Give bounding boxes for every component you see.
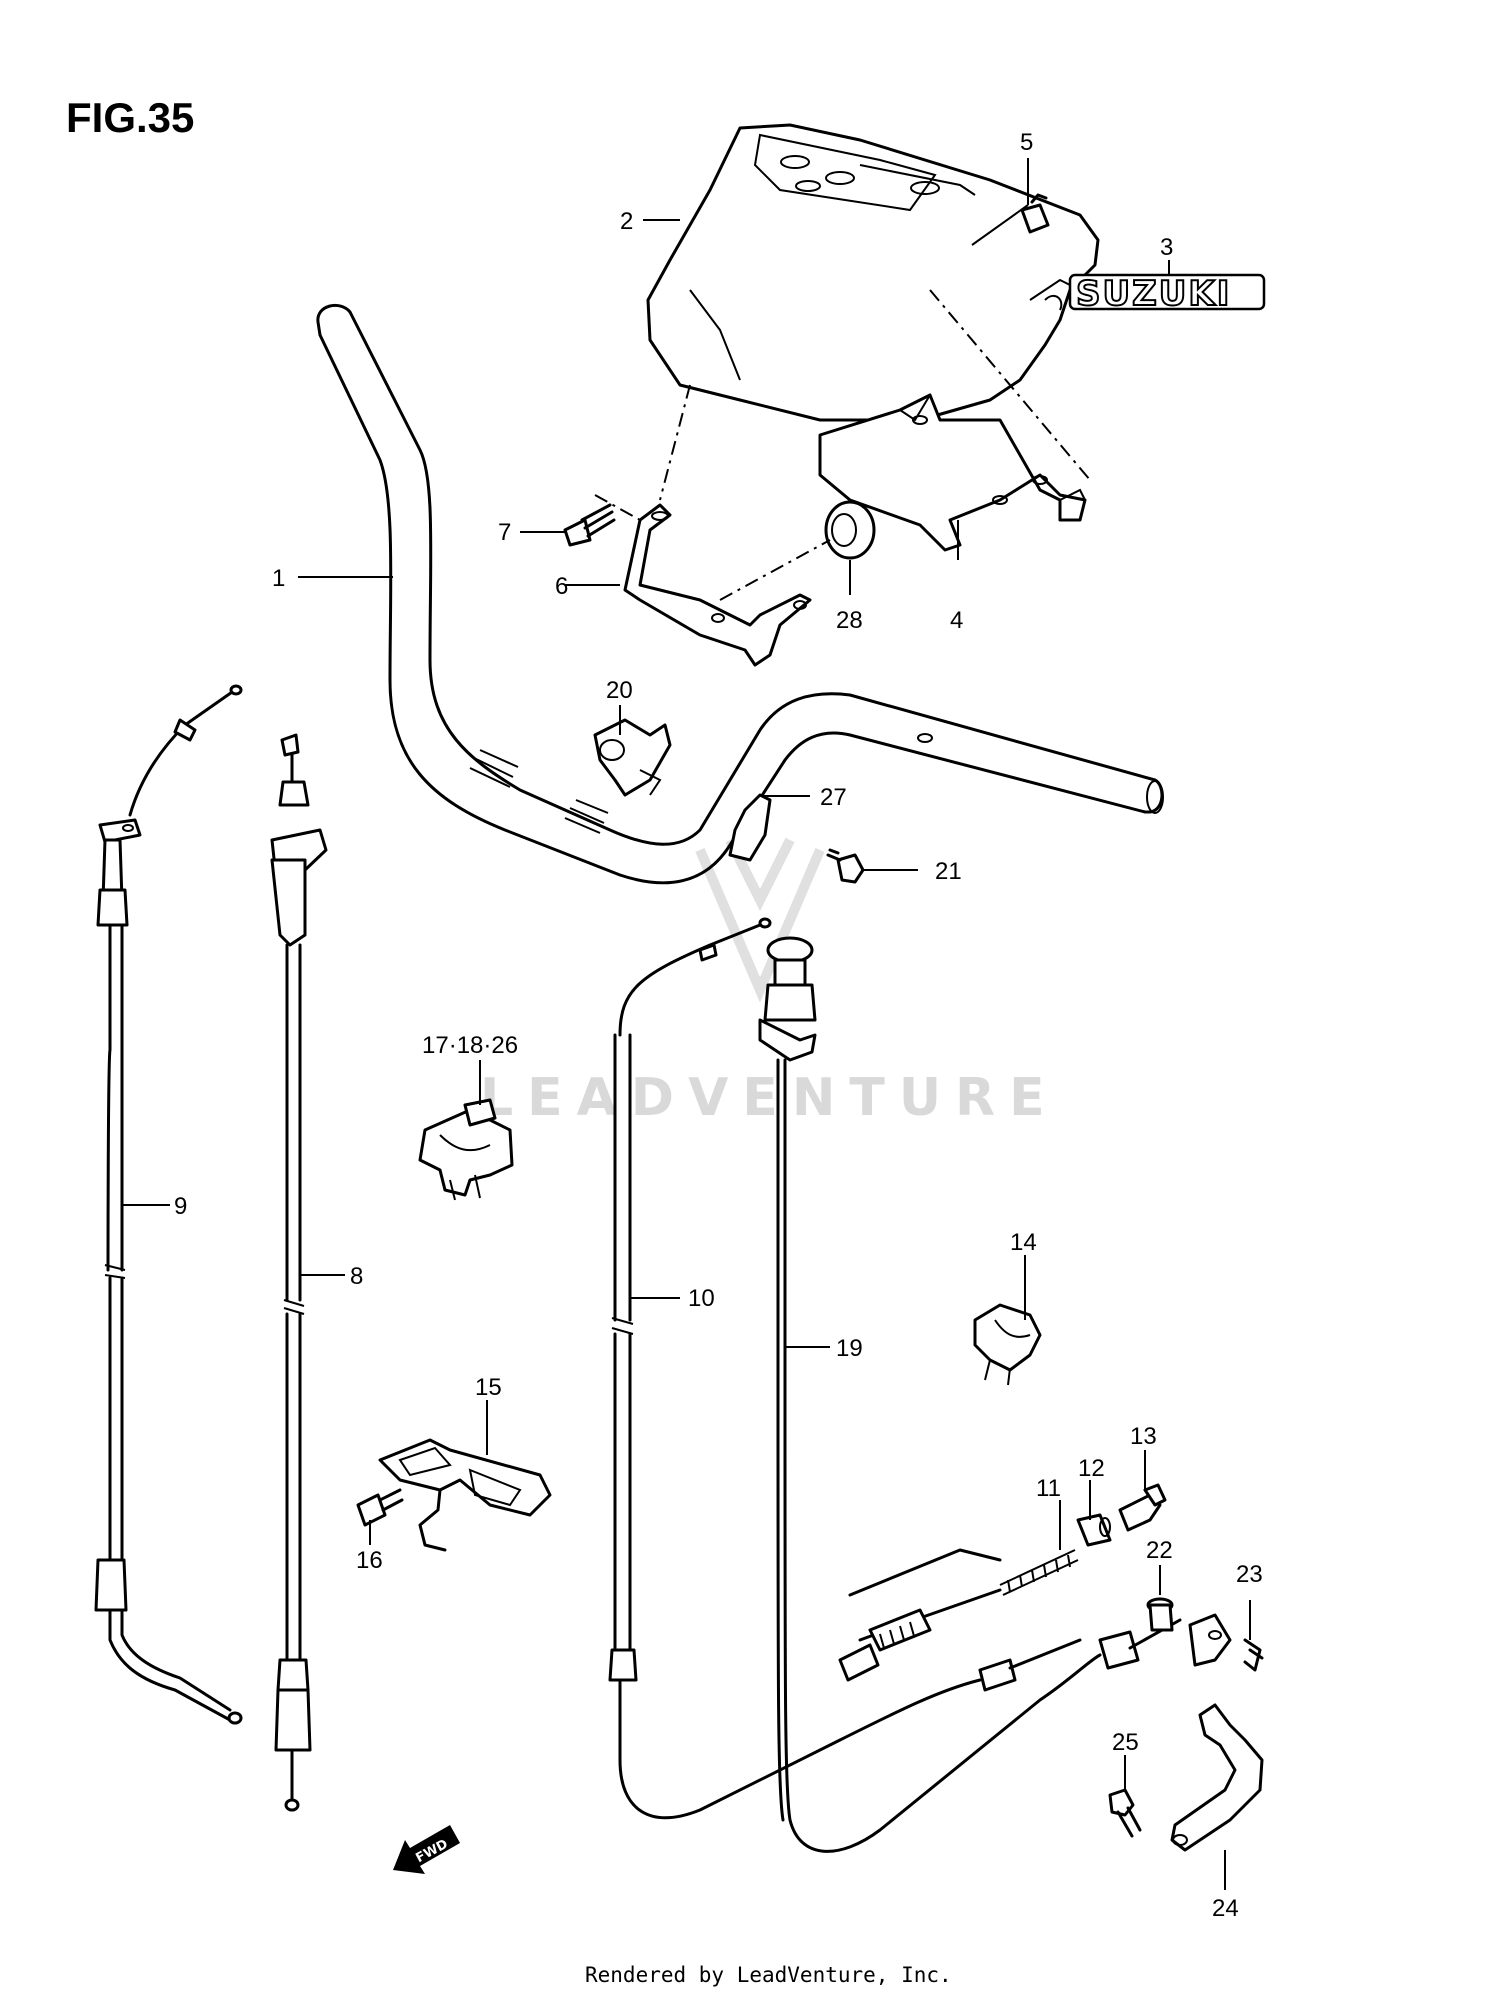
- part-6-bracket: [623, 503, 812, 667]
- part-3-suzuki-emblem: SUZUKI: [1068, 273, 1266, 315]
- callout-27: 27: [820, 784, 847, 811]
- callout-23: 23: [1236, 1561, 1263, 1588]
- part-23-clip: [1243, 1638, 1264, 1672]
- part-5-bolt: [1020, 193, 1050, 234]
- callout-3: 3: [1160, 234, 1173, 261]
- callout-19: 19: [836, 1335, 863, 1362]
- callout-22: 22: [1146, 1537, 1173, 1564]
- part-11-spring: [838, 1548, 1079, 1682]
- part-24-lever: [1170, 1703, 1264, 1852]
- part-16-bolt: [356, 1488, 404, 1527]
- footer-credit: Rendered by LeadVenture, Inc.: [585, 1963, 952, 1987]
- callout-20: 20: [606, 677, 633, 704]
- callout-8: 8: [350, 1263, 363, 1290]
- part-25-bolt: [1108, 1788, 1142, 1838]
- part-17-18-26-holder: [418, 1098, 514, 1201]
- part-7-screw: [563, 503, 616, 547]
- watermark-text: LEADVENTURE: [480, 1068, 1059, 1128]
- part-2-handlebar-cover: [646, 123, 1100, 422]
- callout-2: 2: [620, 208, 633, 235]
- part-12-collar: [1076, 1513, 1112, 1547]
- callout-11: 11: [1036, 1475, 1061, 1502]
- callout-10: 10: [688, 1285, 715, 1312]
- callout-1: 1: [272, 565, 285, 592]
- callout-24: 24: [1212, 1895, 1239, 1922]
- fwd-direction-arrow: FWD: [393, 1825, 460, 1874]
- watermark: LEADVENTURE: [480, 837, 1059, 1128]
- clevis: [1188, 1613, 1232, 1667]
- leader-lines: [122, 158, 1251, 1890]
- assembly-lines: [594, 289, 1091, 601]
- part-27-clip: [728, 793, 772, 862]
- callout-25: 25: [1112, 1729, 1139, 1756]
- callout-28: 28: [836, 607, 863, 634]
- callout-labels: 1 2 3 4 5 6 7 8 9 10 11 12 13 14 15 16 1…: [174, 129, 1263, 1922]
- part-20-holder: [593, 718, 672, 797]
- callout-7: 7: [498, 519, 511, 546]
- callout-15: 15: [475, 1374, 502, 1401]
- callout-14: 14: [1010, 1229, 1037, 1256]
- callout-5: 5: [1020, 129, 1033, 156]
- part-22-pin: [1146, 1597, 1174, 1632]
- part-15-bracket: [378, 1438, 552, 1552]
- callout-16: 16: [356, 1547, 383, 1574]
- callout-17-18-26: 17·18·26: [422, 1032, 518, 1059]
- part-8-cable: [270, 733, 328, 1812]
- part-19-choke-cable: [758, 936, 1182, 1853]
- callout-13: 13: [1130, 1423, 1157, 1450]
- part-9-cable: [94, 684, 243, 1725]
- callout-4: 4: [950, 607, 963, 634]
- callout-9: 9: [174, 1193, 187, 1220]
- part-28-grommet: [824, 500, 876, 560]
- callout-6: 6: [555, 573, 568, 600]
- part-4-bracket: [818, 393, 1087, 552]
- callout-12: 12: [1078, 1455, 1105, 1482]
- part-10-cable: [608, 917, 1082, 1820]
- brand-label: SUZUKI: [1076, 274, 1231, 314]
- callout-21: 21: [935, 858, 962, 885]
- figure-title: FIG.35: [66, 94, 194, 141]
- part-21-bolt: [826, 848, 865, 884]
- part-14-clip: [973, 1303, 1042, 1386]
- part-13-pin: [1118, 1483, 1167, 1532]
- part-1-handlebar: [316, 303, 1164, 885]
